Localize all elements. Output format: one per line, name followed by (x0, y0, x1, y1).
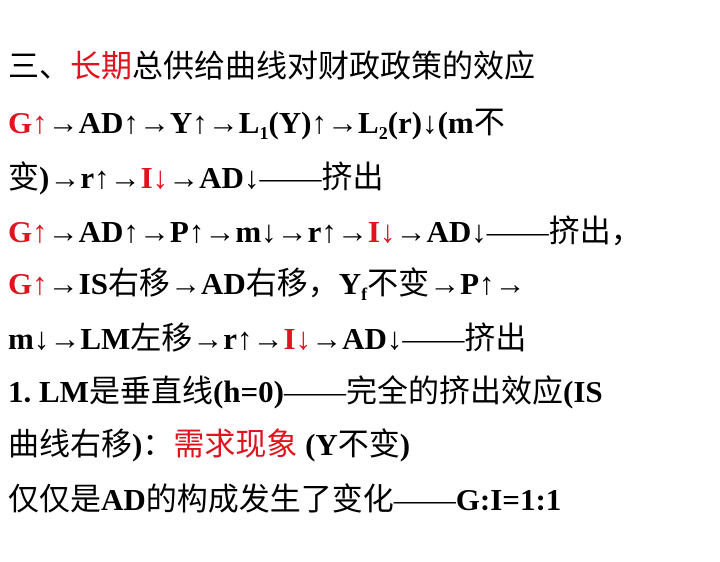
text-segment: f (361, 284, 368, 304)
text-segment: ——挤出， (486, 214, 642, 249)
text-segment: G↑ (8, 266, 48, 301)
text-segment: ——挤出 (402, 321, 527, 356)
text-segment: 左移 (130, 321, 193, 356)
text-segment: AD (101, 482, 146, 517)
text-segment: ——完全的挤出效应 (284, 374, 563, 409)
text-line-6: 1. LM是垂直线(h=0)——完全的挤出效应(IS (8, 372, 603, 412)
text-segment: 需求现象 (173, 427, 298, 462)
text-segment: 不 (473, 105, 505, 140)
text-segment: 长期 (70, 49, 132, 84)
text-segment: 不变 (337, 427, 400, 462)
text-segment: →AD↓ (168, 160, 260, 195)
text-line-4: G↑→IS右移→AD右移，Yf不变→P↑→ (8, 264, 526, 314)
text-segment: (r)↓(m (387, 105, 474, 140)
text-segment: 三、 (8, 49, 70, 84)
text-segment: →r↑→ (192, 321, 284, 356)
text-segment: →AD↑→Y↑→L (47, 105, 260, 140)
text-segment: 曲线右移 (8, 427, 132, 462)
text-segment: I↓ (140, 160, 169, 195)
text-segment: 右移， (245, 266, 339, 301)
text-segment: —— (393, 482, 456, 517)
text-segment: 右移 (107, 266, 170, 301)
text-segment: G↑ (8, 214, 48, 249)
text-line-2: 变)→r↑→I↓→AD↓——挤出 (8, 158, 383, 198)
text-segment: G↑ (8, 105, 48, 140)
text-segment: →IS (47, 266, 108, 301)
text-segment: →AD↑→P↑→m↓→r↑→ (47, 214, 368, 249)
section-heading: 三、长期总供给曲线对财政政策的效应 (8, 47, 535, 87)
text-segment: 的构成发生了变化 (145, 482, 394, 517)
text-line-5: m↓→LM左移→r↑→I↓→AD↓——挤出 (8, 319, 526, 359)
text-segment: →AD↓ (311, 321, 403, 356)
text-line-7: 曲线右移)：需求现象 (Y不变) (8, 425, 410, 465)
text-segment: 不变 (367, 266, 430, 301)
text-segment: ——挤出 (259, 160, 384, 195)
text-segment: 是垂直线 (88, 374, 213, 409)
text-segment: (h=0) (212, 374, 284, 409)
text-segment: I↓ (367, 214, 396, 249)
text-segment: 2 (378, 123, 388, 143)
text-segment: 1. LM (8, 374, 89, 409)
text-segment: Y (338, 266, 362, 301)
text-segment: ： (142, 427, 174, 462)
text-segment: )→r↑→ (39, 160, 141, 195)
text-segment: m↓→LM (8, 321, 131, 356)
text-segment: ) (132, 427, 143, 462)
text-segment: →P↑→ (429, 266, 526, 301)
text-segment: (IS (563, 374, 603, 409)
text-line-1: G↑→AD↑→Y↑→L1(Y)↑→L2(r)↓(m不 (8, 103, 505, 153)
text-segment: (Y (297, 427, 338, 462)
text-segment: →AD (169, 266, 246, 301)
text-segment: 仅仅是 (8, 482, 101, 517)
text-segment: (Y)↑→L (268, 105, 379, 140)
text-segment: 1 (259, 123, 269, 143)
text-segment: →AD↓ (395, 214, 487, 249)
text-line-3: G↑→AD↑→P↑→m↓→r↑→I↓→AD↓——挤出， (8, 212, 642, 252)
text-segment: 变 (8, 160, 39, 195)
text-segment: ) (399, 427, 411, 462)
text-line-8: 仅仅是AD的构成发生了变化——G:I=1:1 (8, 480, 561, 520)
text-segment: I↓ (283, 321, 312, 356)
text-segment: 总供给曲线对财政政策的效应 (132, 49, 535, 84)
text-segment: G:I=1:1 (455, 482, 562, 517)
